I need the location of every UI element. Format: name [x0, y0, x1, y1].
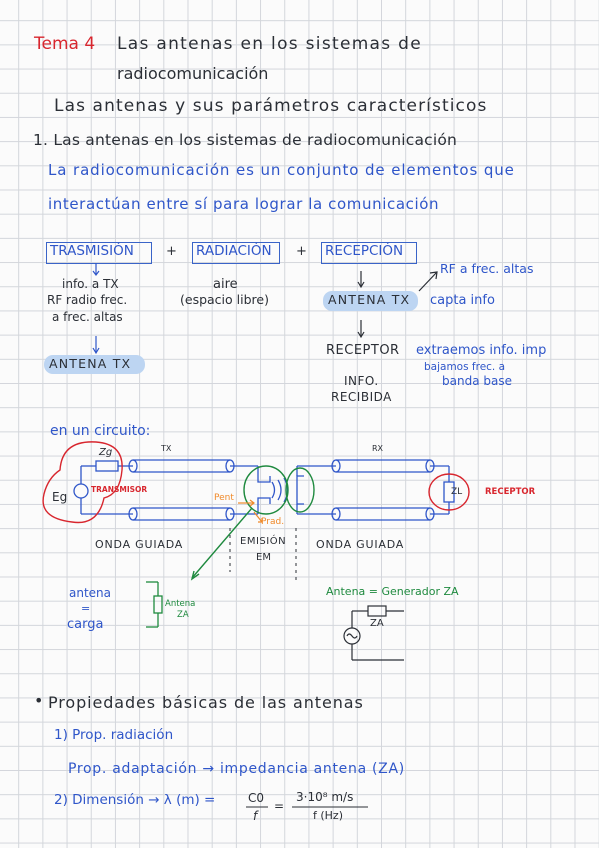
antenna-load-resistor: [153, 595, 163, 614]
radiation-waves: [271, 477, 289, 503]
antena-tx-left-highlight: [44, 355, 145, 374]
rx-antenna-horn: [296, 475, 304, 505]
antena-tx-right: ANTENA TX: [328, 292, 411, 307]
equals-sign: =: [274, 799, 285, 813]
antena-za-label-1: Antena: [165, 599, 196, 609]
carga-label: carga: [67, 617, 104, 632]
recepcion-label: RECEPCIÓN: [325, 243, 404, 259]
plus-sign-1: +: [166, 244, 177, 259]
extraemos-label: extraemos info. imp: [416, 343, 547, 358]
recepcion-box: RECEPCIÓN: [321, 242, 417, 264]
onda-guiada-right: ONDA GUIADA: [316, 538, 405, 551]
circuit-label: en un circuito:: [50, 423, 151, 439]
transmision-box: TRASMISIÓN: [46, 242, 152, 264]
green-pointer-line: [191, 507, 253, 579]
rx-antenna-circle: [285, 467, 315, 513]
subtitle: Las antenas y sus parámetros característ…: [54, 96, 488, 116]
plus-sign-2: +: [296, 244, 307, 259]
antena-equals: =: [81, 602, 91, 615]
transmitter-highlight-circle: [42, 441, 123, 524]
emision-label: EMISIÓN: [240, 536, 287, 547]
tx-antenna-horn: [257, 466, 271, 514]
pent-label: Pent: [214, 493, 234, 503]
info-recibida-1: INFO.: [344, 374, 379, 388]
c0-numerator: C0: [248, 791, 265, 805]
title-line-2: radiocomunicación: [117, 64, 269, 83]
antena-tx-left: ANTENA TX: [49, 356, 132, 371]
properties-heading: Propiedades básicas de las antenas: [48, 693, 364, 712]
tx-info-1: info. a TX: [62, 277, 119, 291]
antena-za-label-2: ZA: [177, 610, 189, 620]
tx-info-3: a frec. altas: [52, 310, 123, 324]
rx-lower-coax: [336, 507, 430, 521]
aire-label: aire: [213, 277, 238, 292]
bullet: •: [34, 691, 44, 710]
prad-label: Prad.: [261, 517, 285, 527]
rx-upper-coax: [336, 459, 430, 473]
rf-frec-altas-label: RF a frec. altas: [440, 261, 534, 276]
info-recibida-2: RECIBIDA: [331, 390, 392, 404]
rx-line-label: RX: [372, 444, 384, 453]
radiacion-box: RADIACIÓN: [192, 242, 280, 264]
generator-za-label: ZA: [370, 618, 384, 629]
source-circle: [73, 483, 89, 499]
property-3-prefix: 2) Dimensión → λ (m) =: [54, 792, 216, 808]
capta-info-label: capta info: [430, 293, 495, 308]
property-2: Prop. adaptación → impedancia antena (ZA…: [68, 761, 405, 777]
section-1-heading: 1. Las antenas en los sistemas de radioc…: [33, 131, 458, 149]
onda-guiada-left: ONDA GUIADA: [95, 538, 184, 551]
tema-label: Tema 4: [34, 34, 96, 54]
zl-label: ZL: [451, 487, 463, 497]
bajamos-label-2: banda base: [442, 374, 512, 388]
zg-resistor: [95, 460, 119, 472]
zg-label: Zg: [99, 447, 113, 458]
tx-line-label: TX: [161, 444, 172, 453]
freq-denominator: f (Hz): [313, 809, 343, 822]
receptor-circuit-label: RECEPTOR: [485, 487, 536, 497]
receiver-highlight-circle: [428, 473, 470, 511]
espacio-libre-label: (espacio libre): [180, 292, 269, 307]
tx-upper-coax: [133, 459, 230, 473]
tx-antenna-circle: [243, 465, 289, 515]
tx-lower-coax: [133, 507, 230, 521]
generator-title: Antena = Generador ZA: [326, 585, 459, 598]
definition-line-1: La radiocomunicación es un conjunto de e…: [48, 161, 515, 179]
transmisor-label: TRANSMISOR: [91, 485, 148, 494]
f-denominator: f: [253, 809, 258, 823]
receptor-label: RECEPTOR: [326, 343, 400, 358]
title-line-1: Las antenas en los sistemas de: [117, 34, 422, 54]
speed-numerator: 3·10⁸ m/s: [296, 790, 354, 804]
arrow-rf-altas: [418, 271, 438, 292]
tx-info-2: RF radio frec.: [47, 293, 128, 307]
generator-za-resistor: [367, 605, 387, 617]
bajamos-label-1: bajamos frec. a: [424, 361, 506, 373]
eg-label: Eg: [52, 490, 68, 504]
transmision-label: TRASMISIÓN: [50, 243, 134, 259]
property-1: 1) Prop. radiación: [54, 727, 174, 743]
definition-line-2: interactúan entre sí para lograr la comu…: [48, 195, 440, 213]
antena-tx-right-highlight: [323, 291, 418, 311]
radiacion-label: RADIACIÓN: [196, 243, 272, 259]
antena-label: antena: [69, 586, 112, 600]
em-label: EM: [256, 552, 271, 563]
